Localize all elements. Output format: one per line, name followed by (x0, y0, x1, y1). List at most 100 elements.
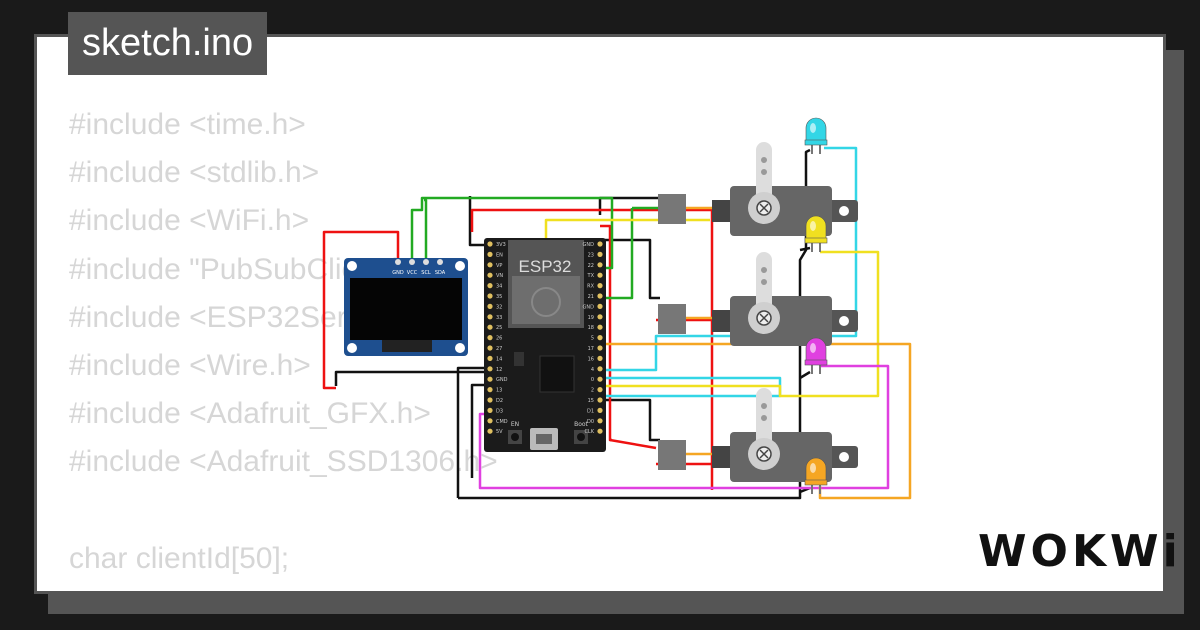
board-pin-label: 26 (496, 336, 502, 342)
wire-red (470, 208, 714, 490)
board-pin (487, 293, 493, 299)
wire-black (334, 370, 488, 386)
board-pin (597, 262, 603, 268)
board-pin (597, 407, 603, 413)
wire-black (468, 196, 490, 247)
board-pin (597, 324, 603, 330)
board-pin-label: 5 (591, 336, 594, 342)
wire-black (799, 246, 811, 252)
board-pin (597, 418, 603, 424)
board-pin-label: GND (583, 242, 595, 248)
wire-red (322, 230, 400, 390)
wire-black (456, 366, 493, 498)
board-pin-label: 34 (496, 284, 502, 290)
board-pin-label: D1 (587, 408, 594, 414)
board-pin-label: 32 (496, 304, 502, 310)
wire-green (410, 196, 614, 270)
code-line: long lastMsg = 0; (69, 583, 498, 591)
code-line: #include <Wire.h> (69, 348, 311, 382)
board-pin (597, 303, 603, 309)
wire-yellow (600, 250, 880, 398)
led-magenta[interactable] (804, 337, 828, 374)
board-pin-label: D3 (496, 408, 503, 414)
board-pin-label: 22 (588, 263, 594, 269)
board-pin (487, 241, 493, 247)
board-pin-label: D2 (496, 398, 503, 404)
led-orange[interactable] (804, 457, 828, 494)
wire-black (600, 398, 660, 442)
wire-black (598, 196, 658, 215)
board-pin-label: 27 (496, 346, 502, 352)
code-line: #include <time.h> (69, 108, 306, 141)
servo-connectors (658, 194, 686, 470)
board-pin (597, 283, 603, 289)
oled-pin-label: SDA (435, 270, 446, 276)
board-pin (487, 262, 493, 268)
code-line: #include <Adafruit_SSD1306.h> (69, 445, 498, 479)
board-pin (487, 407, 493, 413)
board-pin-label: GND (496, 377, 508, 383)
board-pin (487, 366, 493, 372)
wire-green (600, 208, 634, 300)
board-pin-label: 35 (496, 294, 502, 300)
file-tab[interactable]: sketch.ino (68, 12, 268, 75)
board-pin (487, 324, 493, 330)
board-pin-label: D0 (587, 419, 594, 425)
oled-pin-label: VCC (407, 270, 418, 276)
board-pin (487, 314, 493, 320)
board-pin (597, 376, 603, 382)
board-pin-label: 4 (591, 367, 594, 373)
wokwi-logo: WOKWi (978, 526, 1182, 577)
servo-motor[interactable] (712, 142, 858, 236)
board-pin (597, 314, 603, 320)
leds (804, 117, 828, 494)
wire-green (424, 198, 428, 258)
oled-pin-label: SCL (421, 270, 431, 276)
left-pin-header: 3V3ENVPVN343532332526271412GND13D2D3CMD5… (487, 241, 508, 435)
board-pin (597, 251, 603, 257)
board-pin-label: 2 (591, 388, 594, 394)
esp32-board[interactable]: ESP32 EN Boot 3V3ENVPVN34353233252627141… (484, 238, 606, 452)
board-pin-label: 5V (496, 429, 503, 435)
en-label: EN (511, 421, 519, 428)
board-pin (487, 345, 493, 351)
board-pin-label: 16 (588, 356, 594, 362)
board-pin-label: 19 (588, 315, 594, 321)
board-pin (487, 272, 493, 278)
led-yellow[interactable] (804, 215, 828, 252)
servo-motor[interactable] (712, 252, 858, 346)
board-pin-label: 25 (496, 325, 502, 331)
board-pin (487, 355, 493, 361)
oled-display[interactable]: GND VCC SCL SDA (344, 258, 468, 356)
wire-black (799, 370, 811, 380)
board-pin (597, 345, 603, 351)
board-pin (487, 251, 493, 257)
led-cyan[interactable] (804, 117, 828, 154)
servos (712, 142, 858, 482)
board-pin (487, 387, 493, 393)
board-pin-label: CMD (496, 419, 508, 425)
board-pin-label: VN (496, 273, 503, 279)
board-pin-label: 0 (591, 377, 594, 383)
board-pin (597, 293, 603, 299)
board-pin-label: 13 (496, 388, 502, 394)
code-line: #include <WiFi.h> (69, 204, 310, 238)
board-pin-label: CLK (584, 429, 594, 435)
board-pin (597, 397, 603, 403)
code-line: #include <Adafruit_GFX.h> (69, 397, 431, 431)
board-pin-label: EN (496, 252, 503, 258)
wire-red (609, 438, 657, 450)
board-pin (597, 428, 603, 434)
oled-pin-label: GND (392, 270, 404, 276)
board-pin-label: RX (587, 284, 594, 290)
board-pin (487, 397, 493, 403)
board-pin-label: 33 (496, 315, 502, 321)
wire-black (602, 238, 660, 300)
wire-magenta (478, 364, 890, 490)
servo-motor[interactable] (712, 388, 858, 482)
board-pin-label: 12 (496, 367, 502, 373)
board-pin-label: 17 (588, 346, 594, 352)
board-pin (597, 241, 603, 247)
